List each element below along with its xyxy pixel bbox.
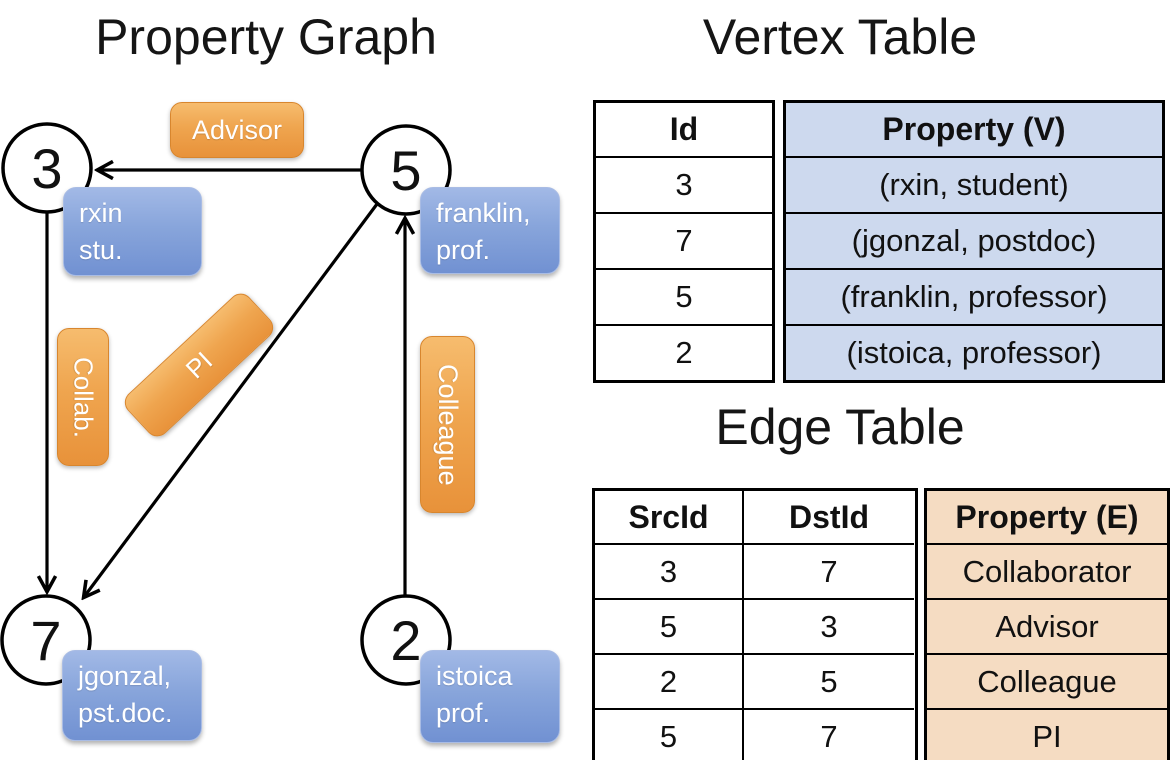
vertex-label-3: rxin stu. (63, 187, 202, 276)
edge-table-header-srcid: SrcId (628, 498, 709, 535)
table-cell: PI (927, 708, 1167, 760)
vertex-label-5-line2: prof. (436, 235, 491, 266)
vertex-label-7: jgonzal, pst.doc. (62, 650, 202, 741)
vertex-label-5-line1: franklin, (436, 198, 531, 228)
table-cell: 2 (595, 653, 742, 708)
table-cell: (istoica, professor) (786, 324, 1162, 380)
edge-table-src-dst-columns: SrcId DstId 3 7 5 3 2 5 5 7 (592, 488, 918, 760)
vertex-table-header-id: Id (669, 111, 699, 147)
edge-table-title: Edge Table (715, 399, 965, 455)
edge-label-pi-text: PI (179, 345, 218, 384)
table-cell: (franklin, professor) (786, 268, 1162, 324)
edge-label-colleague-text: Colleague (433, 363, 463, 486)
vertex-table-property-column: Property (V) (rxin, student) (jgonzal, p… (783, 100, 1165, 383)
node-id-5: 5 (390, 139, 421, 202)
vertex-table: Id 3 7 5 2 Property (V) (rxin, student) … (593, 100, 1165, 383)
vertex-label-2-line1: istoica (436, 661, 513, 691)
table-cell: 3 (742, 598, 914, 653)
vertex-table-title: Vertex Table (702, 9, 978, 65)
table-row: 2 5 (595, 653, 915, 708)
table-cell: 7 (742, 543, 914, 598)
table-cell: (jgonzal, postdoc) (786, 212, 1162, 268)
edge-label-advisor-text: Advisor (191, 114, 283, 145)
edge-label-collab-text: Collab. (68, 356, 99, 438)
vertex-label-2: istoica prof. (420, 650, 560, 743)
node-id-2: 2 (390, 609, 421, 672)
table-cell: Collaborator (927, 543, 1167, 598)
edge-label-colleague: Colleague (420, 336, 475, 513)
table-row: 3 7 (595, 543, 915, 598)
table-cell: 5 (742, 653, 914, 708)
edge-label-advisor: Advisor (170, 102, 304, 158)
vertex-label-7-line2: pst.doc. (78, 698, 173, 729)
vertex-label-5: franklin, prof. (420, 187, 560, 274)
property-graph-title: Property Graph (95, 9, 437, 65)
table-cell: 5 (595, 708, 742, 760)
table-cell: Colleague (927, 653, 1167, 708)
table-cell: 5 (596, 268, 772, 324)
node-id-7: 7 (30, 609, 61, 672)
vertex-label-3-line2: stu. (79, 235, 123, 266)
edge-table-property-column: Property (E) Collaborator Advisor Collea… (924, 488, 1170, 760)
vertex-label-2-line2: prof. (436, 698, 491, 729)
vertex-label-7-line1: jgonzal, (78, 661, 172, 691)
table-cell: 3 (595, 543, 742, 598)
table-cell: 5 (595, 598, 742, 653)
edge-table-header-property: Property (E) (927, 491, 1167, 543)
table-cell: 3 (596, 156, 772, 212)
node-id-3: 3 (31, 137, 62, 200)
edge-5-to-7-pi (84, 199, 382, 597)
table-cell: 7 (742, 708, 914, 760)
table-cell: Advisor (927, 598, 1167, 653)
table-row: SrcId DstId (595, 491, 915, 543)
table-cell: (rxin, student) (786, 156, 1162, 212)
edge-table-header-dstid: DstId (742, 491, 914, 543)
table-row: 5 7 (595, 708, 915, 760)
vertex-table-id-column: Id 3 7 5 2 (593, 100, 775, 383)
edge-label-collab: Collab. (57, 328, 109, 466)
edge-table: SrcId DstId 3 7 5 3 2 5 5 7 Property (E)… (592, 488, 1170, 760)
vertex-table-header-property: Property (V) (786, 103, 1162, 156)
vertex-label-3-line1: rxin (79, 198, 123, 228)
table-cell: 2 (596, 324, 772, 380)
table-row: 5 3 (595, 598, 915, 653)
table-cell: 7 (596, 212, 772, 268)
